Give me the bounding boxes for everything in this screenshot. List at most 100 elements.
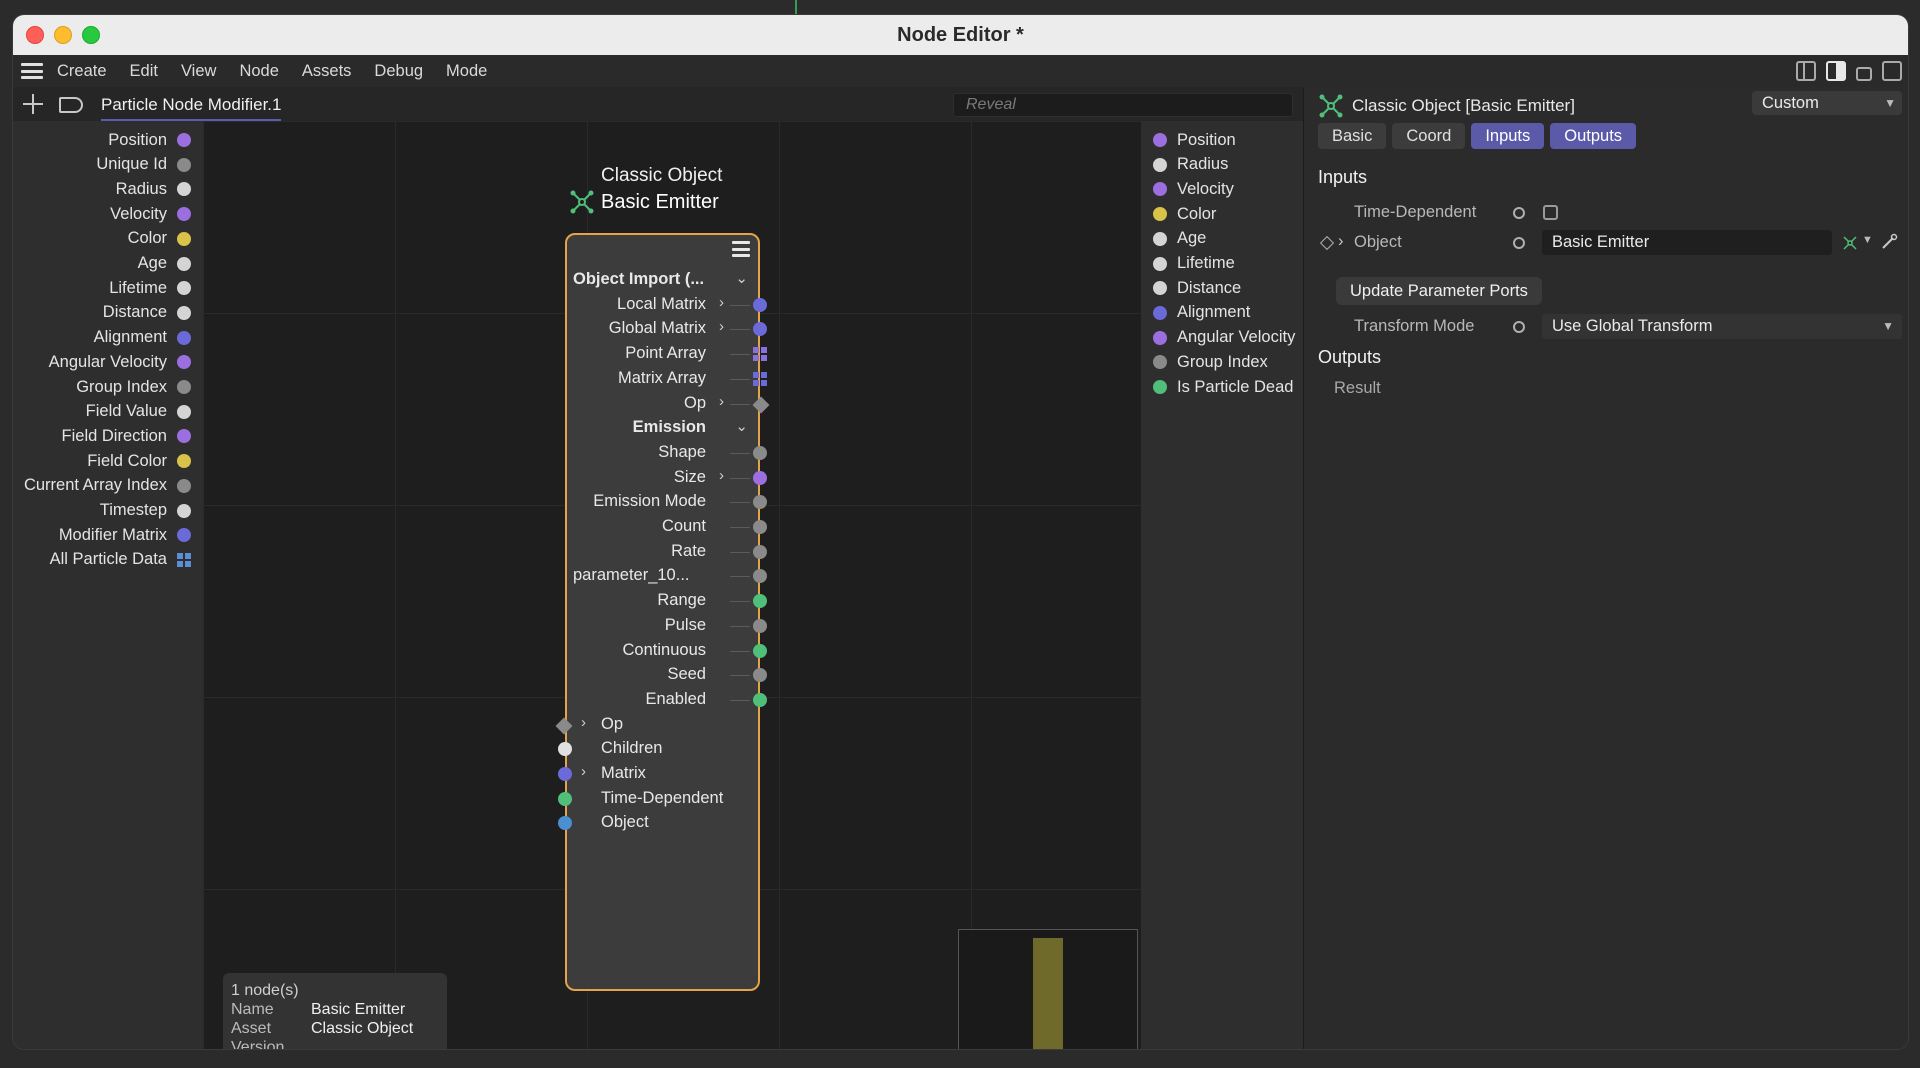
port-connector[interactable] bbox=[177, 429, 191, 444]
port-connector[interactable] bbox=[177, 133, 191, 147]
port-connector[interactable] bbox=[558, 742, 572, 757]
node-port-row-pulse[interactable]: Pulse bbox=[567, 611, 767, 641]
port-connector[interactable] bbox=[753, 692, 767, 707]
input-port-timestep[interactable]: Timestep bbox=[100, 496, 191, 526]
port-connector[interactable] bbox=[177, 528, 191, 543]
input-port-field-color[interactable]: Field Color bbox=[87, 446, 191, 476]
port-connector[interactable] bbox=[753, 470, 767, 485]
lock-icon[interactable] bbox=[1856, 67, 1872, 81]
picker-icon[interactable] bbox=[1880, 233, 1898, 251]
port-connector[interactable] bbox=[753, 297, 767, 312]
node-port-row-seed[interactable]: Seed bbox=[567, 660, 767, 690]
node-input-row-time-dependent[interactable]: Time-Dependent bbox=[558, 784, 758, 814]
port-connector[interactable] bbox=[177, 256, 191, 271]
reveal-search-input[interactable]: Reveal bbox=[953, 93, 1293, 117]
port-connector[interactable] bbox=[753, 668, 767, 683]
port-connector[interactable] bbox=[177, 330, 191, 345]
animate-circle-icon[interactable] bbox=[1513, 321, 1525, 333]
node-port-row-parameter-10[interactable]: parameter_10... bbox=[567, 561, 767, 591]
node-input-row-matrix[interactable]: ›Matrix bbox=[558, 759, 758, 789]
port-connector[interactable] bbox=[1153, 305, 1167, 320]
output-port-angular-velocity[interactable]: Angular Velocity bbox=[1153, 323, 1295, 353]
port-connector[interactable] bbox=[558, 767, 572, 781]
output-connector[interactable] bbox=[753, 322, 767, 341]
port-connector[interactable] bbox=[1153, 330, 1167, 345]
input-connector[interactable] bbox=[558, 816, 572, 835]
menu-view[interactable]: View bbox=[180, 61, 217, 80]
chevron-right-icon[interactable]: › bbox=[581, 763, 586, 780]
input-connector[interactable] bbox=[558, 791, 572, 811]
menu-create[interactable]: Create bbox=[57, 61, 107, 80]
port-connector[interactable] bbox=[558, 791, 572, 806]
input-connector[interactable] bbox=[558, 767, 572, 786]
output-connector[interactable] bbox=[753, 594, 767, 613]
output-connector[interactable] bbox=[753, 297, 767, 317]
transform-mode-select[interactable]: Use Global Transform ▼ bbox=[1542, 314, 1902, 339]
tab-basic[interactable]: Basic bbox=[1318, 123, 1387, 149]
chevron-down-icon[interactable]: ⌄ bbox=[735, 270, 748, 287]
chevron-down-icon[interactable]: ▼ bbox=[1862, 234, 1873, 246]
node-port-row-size[interactable]: Size› bbox=[567, 463, 767, 493]
port-connector[interactable] bbox=[177, 503, 191, 518]
mode-select[interactable]: Custom ▼ bbox=[1752, 91, 1902, 115]
navigator-minimap[interactable] bbox=[958, 929, 1138, 1049]
object-link-field[interactable]: Basic Emitter bbox=[1542, 230, 1832, 255]
tab-outputs[interactable]: Outputs bbox=[1550, 123, 1637, 149]
chevron-right-icon[interactable]: › bbox=[719, 392, 724, 410]
output-port-radius[interactable]: Radius bbox=[1153, 150, 1228, 180]
output-port-alignment[interactable]: Alignment bbox=[1153, 298, 1250, 328]
output-connector[interactable] bbox=[753, 347, 767, 362]
port-connector[interactable] bbox=[753, 322, 767, 337]
port-connector[interactable] bbox=[1153, 157, 1167, 172]
node-port-row-emission-mode[interactable]: Emission Mode bbox=[567, 487, 767, 517]
expand-chevron-icon[interactable]: › bbox=[1338, 232, 1344, 250]
time-dependent-checkbox[interactable] bbox=[1543, 205, 1558, 220]
input-port-radius[interactable]: Radius bbox=[116, 174, 191, 204]
output-connector[interactable] bbox=[753, 544, 767, 564]
tab-particle-node-modifier[interactable]: Particle Node Modifier.1 bbox=[101, 95, 282, 122]
output-connector[interactable] bbox=[753, 618, 767, 638]
input-port-lifetime[interactable]: Lifetime bbox=[109, 273, 191, 303]
port-connector[interactable] bbox=[1153, 182, 1167, 197]
output-port-color[interactable]: Color bbox=[1153, 199, 1216, 229]
menu-node[interactable]: Node bbox=[239, 61, 279, 80]
node-port-row-continuous[interactable]: Continuous bbox=[567, 636, 767, 666]
chevron-right-icon[interactable]: › bbox=[581, 713, 586, 731]
output-connector[interactable] bbox=[753, 569, 767, 588]
menu-assets[interactable]: Assets bbox=[301, 61, 352, 80]
node-port-row-shape[interactable]: Shape bbox=[567, 438, 767, 468]
node-port-row-count[interactable]: Count bbox=[567, 512, 767, 542]
keyframe-diamond-icon[interactable] bbox=[1319, 235, 1335, 251]
input-port-position[interactable]: Position bbox=[108, 125, 191, 155]
output-port-is-particle-dead[interactable]: Is Particle Dead bbox=[1153, 372, 1293, 402]
input-port-modifier-matrix[interactable]: Modifier Matrix bbox=[59, 520, 191, 550]
output-port-distance[interactable]: Distance bbox=[1153, 273, 1241, 303]
output-connector[interactable] bbox=[753, 371, 767, 386]
chevron-down-icon[interactable]: ⌄ bbox=[735, 418, 748, 436]
port-connector[interactable] bbox=[177, 552, 191, 567]
minimize-window-button[interactable] bbox=[54, 26, 72, 44]
output-connector[interactable] bbox=[753, 445, 767, 465]
output-port-position[interactable]: Position bbox=[1153, 125, 1236, 155]
node-menu-icon[interactable] bbox=[732, 241, 750, 257]
attribute-panel-toggle-icon[interactable] bbox=[1826, 61, 1846, 81]
node-port-row-rate[interactable]: Rate bbox=[567, 537, 767, 567]
output-port-lifetime[interactable]: Lifetime bbox=[1153, 249, 1235, 279]
output-connector[interactable] bbox=[753, 692, 767, 712]
add-icon[interactable] bbox=[21, 92, 45, 116]
port-connector[interactable] bbox=[177, 355, 191, 370]
close-window-button[interactable] bbox=[26, 26, 44, 44]
input-port-field-value[interactable]: Field Value bbox=[86, 397, 191, 427]
node-port-row-enabled[interactable]: Enabled bbox=[567, 685, 767, 715]
basic-emitter-node[interactable]: Object Import (...⌄Local Matrix›Global M… bbox=[555, 233, 770, 991]
output-port-age[interactable]: Age bbox=[1153, 224, 1206, 254]
node-port-row-point-array[interactable]: Point Array bbox=[567, 339, 767, 369]
port-connector[interactable] bbox=[177, 454, 191, 469]
node-port-row-local-matrix[interactable]: Local Matrix› bbox=[567, 290, 767, 320]
port-connector[interactable] bbox=[753, 445, 767, 460]
port-connector[interactable] bbox=[1153, 256, 1167, 271]
port-connector[interactable] bbox=[177, 380, 191, 394]
port-connector[interactable] bbox=[753, 569, 767, 584]
port-connector[interactable] bbox=[177, 231, 191, 246]
port-connector[interactable] bbox=[177, 478, 191, 493]
